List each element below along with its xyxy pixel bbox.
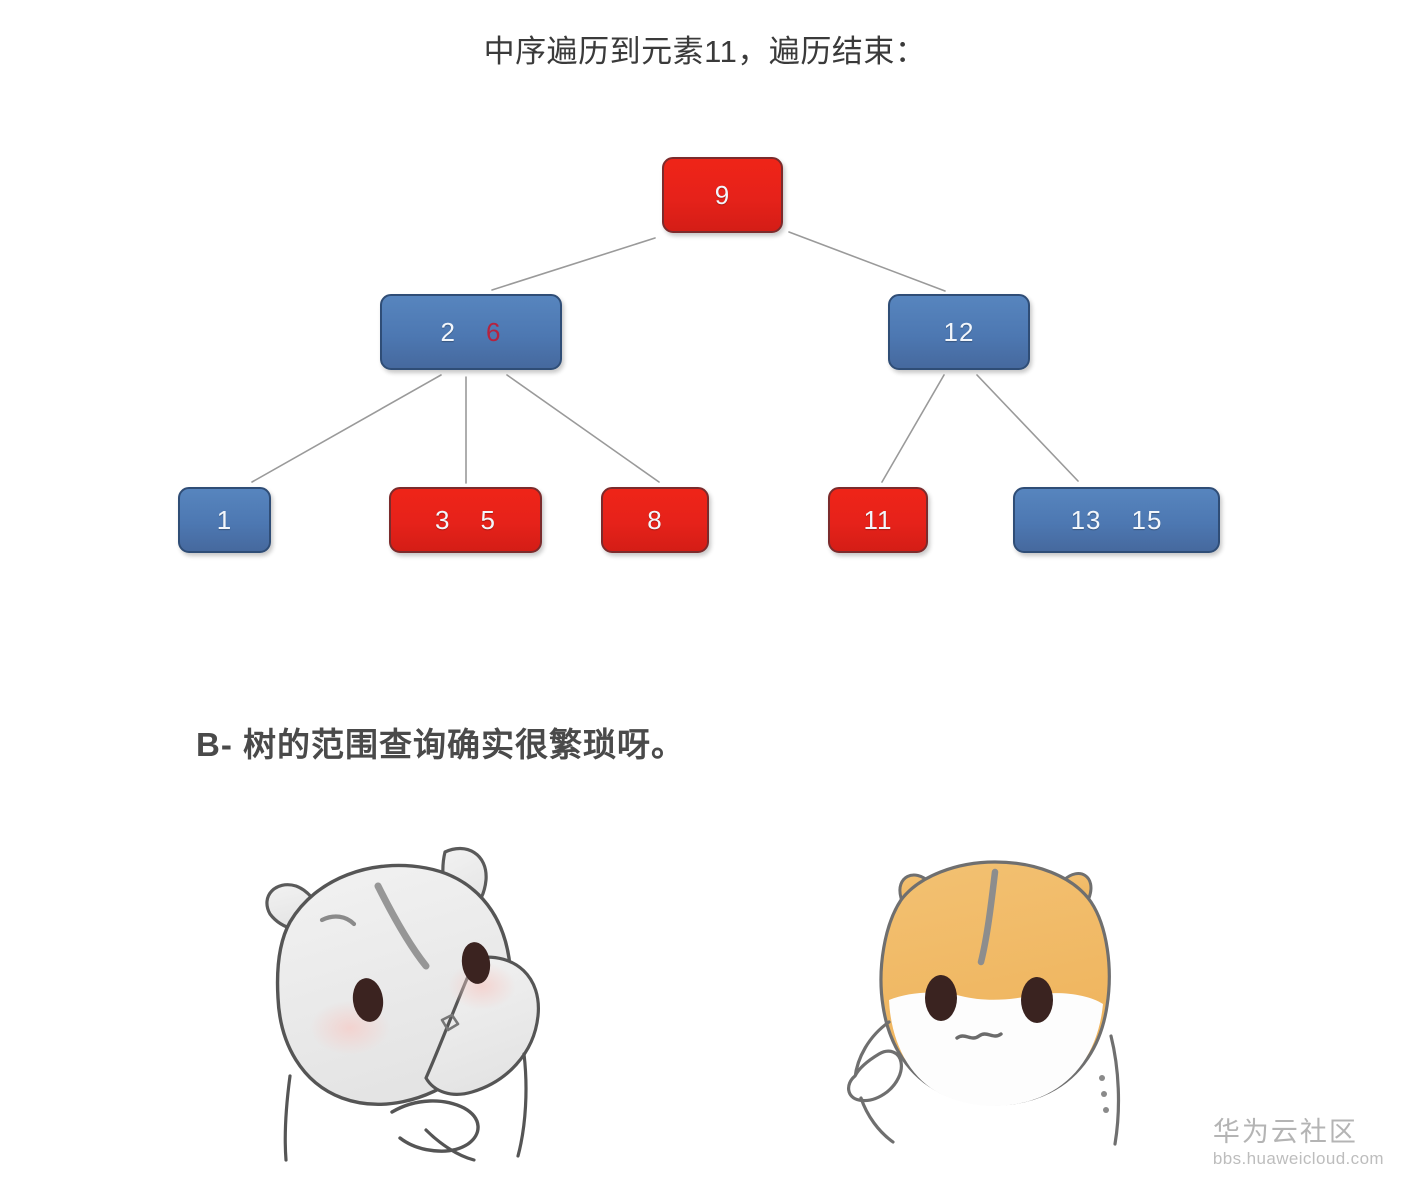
watermark-url: bbs.huaweicloud.com [1212, 1149, 1384, 1168]
node-keys: 8 [647, 505, 662, 536]
node-key: 8 [647, 504, 663, 535]
mascot-illustrations [0, 820, 1410, 1188]
node-keys: 12 [944, 317, 975, 348]
node-key: 1 [216, 504, 233, 535]
node-key: 13 [1070, 504, 1102, 535]
edge-2-6-to-1 [251, 374, 442, 483]
tree-node-13-15[interactable]: 13 15 [1013, 487, 1220, 553]
node-key: 12 [943, 316, 975, 347]
node-keys: 3 5 [435, 505, 496, 536]
tree-node-2-6[interactable]: 2 6 [380, 294, 562, 370]
edge-12-to-11 [881, 374, 945, 483]
tree-edges [251, 231, 1079, 484]
node-keys: 13 15 [1071, 505, 1163, 536]
b-tree-diagram: 9 2 6 12 1 3 5 8 11 13 [178, 157, 1220, 553]
edge-9-to-2-6 [491, 237, 656, 291]
watermark-brand: 华为云社区 [1212, 1117, 1358, 1147]
orange-hamster-icon [847, 860, 1121, 1146]
node-keys: 2 6 [441, 317, 502, 348]
node-keys: 1 [217, 505, 232, 536]
page-title: 中序遍历到元素11，遍历结束： [483, 34, 927, 69]
watermark: 华为云社区 bbs.huaweicloud.com [1213, 1116, 1384, 1170]
tree-node-12[interactable]: 12 [888, 294, 1030, 370]
node-keys: 9 [715, 180, 730, 211]
tree-node-3-5[interactable]: 3 5 [389, 487, 542, 553]
handwritten-caption: B- 树的范围查询确实很繁琐呀。 [196, 726, 685, 763]
edge-12-to-13-15 [976, 374, 1079, 482]
node-key: 3 [435, 504, 451, 535]
tree-node-8[interactable]: 8 [601, 487, 709, 553]
tree-node-11[interactable]: 11 [828, 487, 928, 553]
node-key: 2 [440, 316, 456, 347]
node-key: 15 [1131, 504, 1163, 535]
tree-node-1[interactable]: 1 [178, 487, 271, 553]
gray-hamster-icon [265, 846, 540, 1162]
edge-2-6-to-8 [506, 374, 660, 483]
edge-9-to-12 [788, 231, 946, 292]
node-key: 9 [714, 179, 731, 210]
node-key-highlighted: 6 [486, 316, 502, 347]
node-key: 11 [863, 504, 893, 535]
tree-node-9[interactable]: 9 [662, 157, 783, 233]
node-key: 5 [480, 504, 496, 535]
node-keys: 11 [864, 505, 893, 536]
